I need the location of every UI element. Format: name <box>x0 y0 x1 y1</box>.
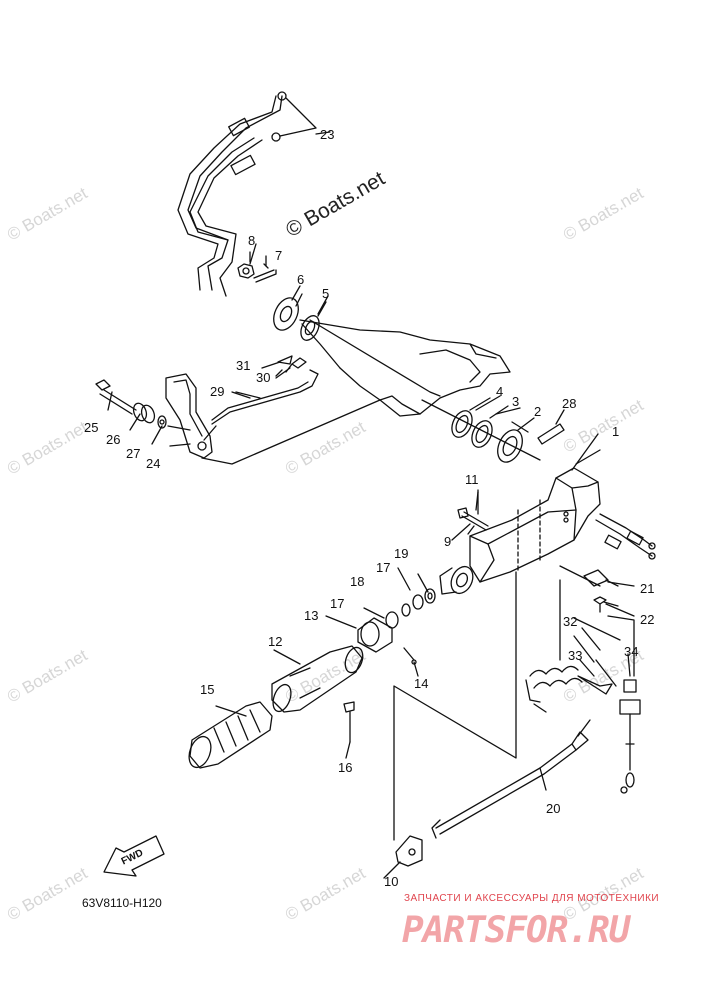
brand-subtitle: ЗАПЧАСТИ И АКСЕССУАРЫ ДЛЯ МОТОТЕХНИКИ <box>404 893 660 904</box>
callout-34: 34 <box>624 644 639 659</box>
callout-8: 8 <box>248 233 256 248</box>
nut-and-screw-7-8 <box>237 251 277 283</box>
callout-24: 24 <box>146 456 161 471</box>
brand-logo: PARTSFOR.RU <box>402 910 630 951</box>
steering-arm-1 <box>439 449 656 595</box>
callout-18: 18 <box>350 574 365 589</box>
plates-5-6 <box>273 285 327 341</box>
callout-3: 3 <box>512 394 520 409</box>
callout-28: 28 <box>562 396 577 411</box>
callout-23: 23 <box>320 127 335 142</box>
callout-20: 20 <box>546 801 561 816</box>
callout-19: 19 <box>394 546 409 561</box>
collar-13 <box>325 615 393 653</box>
lever-24 <box>165 373 381 465</box>
callout-31: 31 <box>236 358 251 373</box>
callout-6: 6 <box>297 272 305 287</box>
shift-throttle-cables <box>177 91 317 297</box>
fwd-arrow-icon <box>103 835 165 877</box>
callout-2: 2 <box>534 404 542 419</box>
callout-16: 16 <box>338 760 353 775</box>
diagram-reference-code: 63V8110-H120 <box>82 896 162 910</box>
bolt-collar-washer-25-27 <box>95 379 191 431</box>
callout-30: 30 <box>256 370 271 385</box>
throttle-shaft-12 <box>271 645 364 713</box>
callout-32: 32 <box>563 614 578 629</box>
callout-17b: 17 <box>330 596 345 611</box>
callout-15: 15 <box>200 682 215 697</box>
callout-21: 21 <box>640 581 655 596</box>
callout-22: 22 <box>640 612 655 627</box>
callout-25: 25 <box>84 420 99 435</box>
callout-1: 1 <box>612 424 620 439</box>
callout-27: 27 <box>126 446 141 461</box>
callout-33: 33 <box>568 648 583 663</box>
callout-17a: 17 <box>376 560 391 575</box>
callout-10: 10 <box>384 874 399 889</box>
callout-9: 9 <box>444 534 452 549</box>
leader-lines <box>107 131 631 879</box>
washers-2-4-and-pin-28 <box>421 397 565 463</box>
callout-5: 5 <box>322 286 330 301</box>
spring-and-switch-32-34 <box>525 617 641 794</box>
cable-20 <box>431 719 591 839</box>
callout-12: 12 <box>268 634 283 649</box>
callout-11: 11 <box>465 472 479 487</box>
screw-11-nut-9 <box>457 489 489 535</box>
callout-7: 7 <box>275 248 283 263</box>
reference-lines <box>393 571 635 841</box>
callout-13: 13 <box>304 608 319 623</box>
callout-4: 4 <box>496 384 504 399</box>
screw-16 <box>343 701 355 743</box>
callout-26: 26 <box>106 432 121 447</box>
clamp-10 <box>395 835 423 867</box>
grip-15 <box>188 701 273 769</box>
link-rod-29 <box>203 369 319 441</box>
callout-14: 14 <box>414 676 429 691</box>
small-parts-17-19 <box>363 567 436 629</box>
callout-29: 29 <box>210 384 225 399</box>
steering-bracket <box>299 319 511 417</box>
